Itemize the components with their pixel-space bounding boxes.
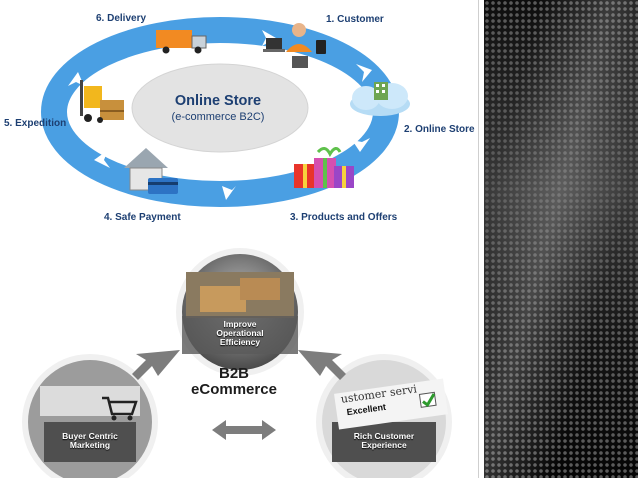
vertical-divider xyxy=(478,0,484,478)
step-safe-payment: 4. Safe Payment xyxy=(104,212,181,223)
label-line: Experience xyxy=(361,440,407,450)
circle-operational-efficiency xyxy=(176,248,304,376)
label-buyer-centric: Buyer Centric Marketing xyxy=(40,432,140,450)
circle-buyer-centric xyxy=(22,354,158,478)
label-customer-experience: Rich Customer Experience xyxy=(334,432,434,450)
step-expedition: 5. Expedition xyxy=(4,118,67,129)
cloud-building-icon xyxy=(350,82,410,116)
label-line: Marketing xyxy=(69,440,111,450)
center-title: Online Store xyxy=(174,93,262,109)
gift-boxes-icon xyxy=(294,147,354,188)
delivery-truck-icon xyxy=(156,30,207,54)
customer-icon xyxy=(263,23,326,68)
dot-pattern-panel xyxy=(484,0,638,478)
checkmark-icon xyxy=(418,391,437,408)
forklift-icon xyxy=(80,80,124,123)
customer-service-card: ustomer servi Excellent xyxy=(334,378,448,430)
shopping-cart-icon xyxy=(100,396,140,422)
label-line: Buyer Centric xyxy=(62,431,118,441)
label-line: Improve xyxy=(223,319,257,329)
label-line: Efficiency xyxy=(219,337,261,347)
b2b-title: B2B eCommerce xyxy=(178,366,290,398)
center-subtitle: (e-commerce B2C) xyxy=(171,111,265,123)
safe-payment-icon xyxy=(124,148,178,194)
b2b-title-line1: B2B xyxy=(218,365,249,382)
label-operational-efficiency: Improve Operational Efficiency xyxy=(190,320,290,347)
step-online-store: 2. Online Store xyxy=(404,124,475,135)
step-delivery: 6. Delivery xyxy=(96,13,147,24)
label-line: Operational xyxy=(216,328,264,338)
center-ellipse xyxy=(131,63,309,153)
connector-arrows xyxy=(132,350,346,440)
b2b-title-line2: eCommerce xyxy=(191,381,277,398)
label-line: Rich Customer xyxy=(353,431,415,441)
step-customer: 1. Customer xyxy=(326,14,384,25)
step-products-offers: 3. Products and Offers xyxy=(290,212,398,223)
b2c-cycle-diagram xyxy=(41,17,410,207)
